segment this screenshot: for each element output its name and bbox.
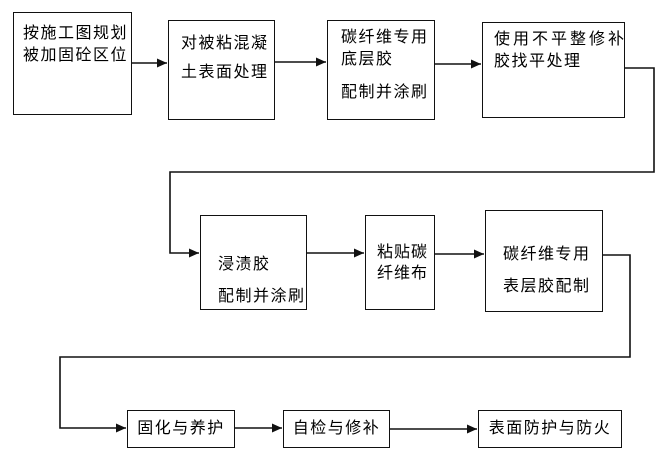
flow-step-label: 配制并涂刷 (341, 84, 429, 101)
flow-step-label: 被加固砼区位 (23, 47, 129, 64)
flow-step-label: 自检与修补 (292, 420, 381, 437)
flow-step-impregnation-glue: 浸渍胶 配制并涂刷 (200, 215, 307, 310)
flow-step-label: 碳纤维专用 (503, 246, 591, 263)
flow-step-label: 浸渍胶 (218, 256, 271, 273)
flow-step-label: 胶找平处理 (494, 53, 582, 70)
flow-step-label: 对被粘混凝 (181, 35, 269, 52)
flow-step-label: 固化与养护 (137, 420, 225, 437)
flow-step-curing: 固化与养护 (127, 410, 235, 448)
flow-step-plan-area: 按施工图规划 被加固砼区位 (13, 12, 132, 115)
flow-step-label: 底层胶 (341, 51, 394, 68)
flow-step-label: 配制并涂刷 (218, 288, 306, 305)
flow-step-label: 纤维布 (377, 265, 429, 282)
flow-step-label: 使用不平整修补 (494, 31, 628, 48)
flow-step-surface-treatment: 对被粘混凝 土表面处理 (168, 20, 275, 120)
connector-leveling-to-impregnation (169, 67, 655, 258)
flow-step-label: 粘贴碳 (377, 244, 429, 261)
flow-step-top-coat-adhesive: 碳纤维专用 表层胶配制 (485, 210, 603, 312)
flow-step-label: 表层胶配制 (503, 278, 591, 295)
flow-step-label: 土表面处理 (181, 64, 269, 81)
flow-step-self-inspection: 自检与修补 (283, 410, 390, 448)
flow-step-label: 表面防护与防火 (488, 420, 612, 437)
flow-step-paste-carbon-cloth: 粘贴碳 纤维布 (365, 215, 435, 310)
flow-step-primer-adhesive: 碳纤维专用 底层胶 配制并涂刷 (327, 20, 435, 120)
flow-step-label: 按施工图规划 (23, 25, 129, 42)
connector-topcoat-to-curing (59, 254, 631, 433)
flow-step-surface-protection: 表面防护与防火 (478, 410, 622, 448)
flow-step-label: 碳纤维专用 (341, 29, 429, 46)
flow-step-leveling-repair: 使用不平整修补 胶找平处理 (482, 22, 625, 118)
